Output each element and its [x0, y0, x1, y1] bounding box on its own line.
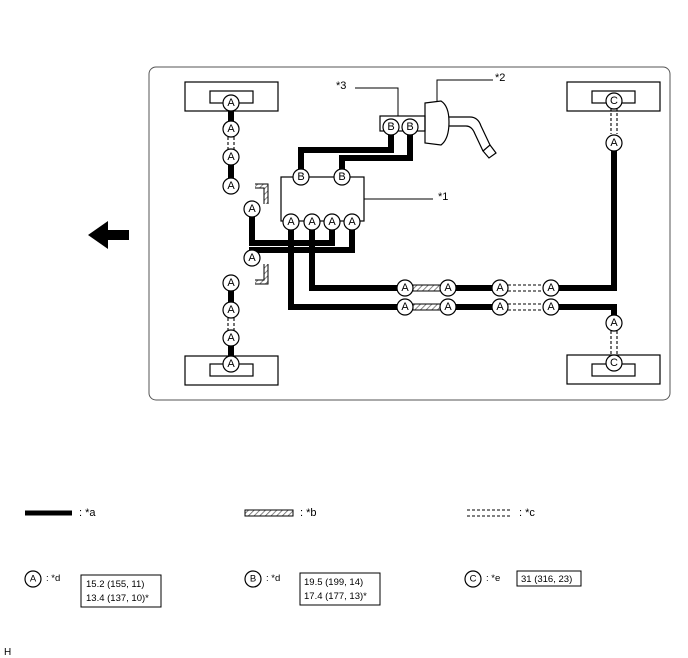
spec-c: C : *e 31 (316, 23) — [464, 570, 582, 588]
pipe-mc-1 — [298, 131, 394, 177]
svg-text:A: A — [401, 301, 409, 313]
connector-a: A — [222, 94, 240, 112]
spec-c-label: : *e — [486, 573, 500, 584]
connector-a: A — [282, 213, 300, 231]
svg-text:A: A — [547, 282, 555, 294]
svg-text:B: B — [338, 171, 345, 183]
svg-text:A: A — [308, 216, 316, 228]
spec-a: A : *d 15.2 (155, 11) 13.4 (137, 10)* — [24, 570, 162, 608]
svg-text:A: A — [227, 151, 235, 163]
connector-a: A — [222, 355, 240, 373]
spec-a-label: : *d — [46, 573, 60, 584]
connector-b: B — [401, 118, 419, 136]
spec-b: B : *d 19.5 (199, 14) 17.4 (177, 13)* — [244, 570, 381, 606]
svg-text:B: B — [387, 121, 394, 133]
svg-text:A: A — [248, 203, 256, 215]
connector-c: C — [605, 354, 623, 372]
spec-b-label: : *d — [266, 573, 280, 584]
connector-a: A — [243, 249, 261, 267]
connector-a: A — [542, 298, 560, 316]
connector-a: A — [605, 314, 623, 332]
legend: : *a : *b : *c — [25, 507, 535, 519]
connector-b: B — [333, 168, 351, 186]
svg-text:C: C — [610, 95, 618, 107]
legend-dashed-label: : *c — [519, 507, 535, 519]
spec-a-line2: 13.4 (137, 10)* — [86, 593, 149, 604]
svg-text:A: A — [248, 252, 256, 264]
spec-c-symbol: C — [464, 570, 482, 588]
svg-text:B: B — [250, 574, 256, 585]
svg-text:A: A — [227, 304, 235, 316]
svg-text:A: A — [287, 216, 295, 228]
svg-text:A: A — [496, 282, 504, 294]
legend-hatched-swatch — [244, 509, 294, 517]
svg-text:A: A — [444, 301, 452, 313]
spec-b-symbol: B — [244, 570, 262, 588]
connector-c: C — [605, 92, 623, 110]
pipe-mc-2 — [339, 131, 413, 177]
svg-text:A: A — [610, 137, 618, 149]
svg-text:B: B — [406, 121, 413, 133]
connector-a: A — [396, 279, 414, 297]
connector-a: A — [222, 148, 240, 166]
legend-dashed-swatch — [467, 509, 512, 517]
svg-text:C: C — [470, 574, 477, 585]
connector-a: A — [303, 213, 321, 231]
svg-text:A: A — [227, 97, 235, 109]
legend-hatched-label: : *b — [300, 507, 317, 519]
pipe-fr — [309, 143, 617, 291]
callout-3: *3 — [336, 80, 346, 92]
connector-a: A — [243, 200, 261, 218]
footer-code: H — [4, 647, 11, 658]
spec-a-line1: 15.2 (155, 11) — [86, 579, 144, 590]
connector-a: A — [222, 177, 240, 195]
connector-a: A — [491, 279, 509, 297]
spec-c-line1: 31 (316, 23) — [521, 574, 572, 585]
svg-text:A: A — [227, 358, 235, 370]
leader-3 — [355, 87, 399, 116]
svg-text:B: B — [297, 171, 304, 183]
connector-a: A — [222, 274, 240, 292]
svg-text:A: A — [227, 332, 235, 344]
svg-text:A: A — [227, 123, 235, 135]
spec-b-line1: 19.5 (199, 14) — [304, 577, 363, 588]
svg-text:A: A — [348, 216, 356, 228]
connector-b: B — [382, 118, 400, 136]
svg-text:A: A — [547, 301, 555, 313]
callout-2: *2 — [495, 72, 505, 84]
svg-text:A: A — [610, 317, 618, 329]
connector-a: A — [396, 298, 414, 316]
legend-solid-label: : *a — [79, 507, 96, 519]
callout-1: *1 — [438, 191, 448, 203]
svg-text:A: A — [328, 216, 336, 228]
connector-a: A — [222, 301, 240, 319]
connector-a: A — [491, 298, 509, 316]
svg-text:A: A — [30, 574, 37, 585]
front-arrow-icon — [88, 221, 129, 249]
svg-text:A: A — [401, 282, 409, 294]
spec-b-line2: 17.4 (177, 13)* — [304, 591, 367, 602]
connector-a: A — [605, 134, 623, 152]
svg-text:A: A — [227, 277, 235, 289]
svg-text:A: A — [496, 301, 504, 313]
connector-a: A — [323, 213, 341, 231]
leader-2 — [436, 79, 493, 101]
connector-a: A — [542, 279, 560, 297]
connector-a: A — [222, 120, 240, 138]
svg-text:C: C — [610, 357, 618, 369]
svg-text:A: A — [227, 180, 235, 192]
connector-a: A — [222, 329, 240, 347]
svg-text:A: A — [444, 282, 452, 294]
dashed-sections — [227, 108, 618, 355]
connector-a: A — [439, 298, 457, 316]
spec-a-symbol: A — [24, 570, 42, 588]
diagram-panel — [148, 66, 671, 401]
connector-a: A — [439, 279, 457, 297]
connector-a: A — [343, 213, 361, 231]
connector-b: B — [292, 168, 310, 186]
